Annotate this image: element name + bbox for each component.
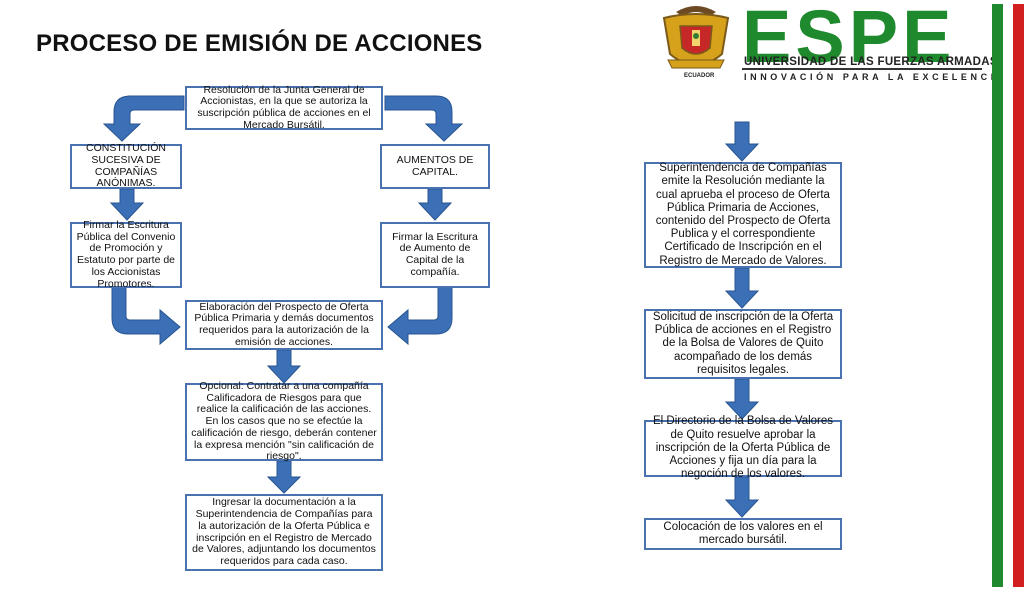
shield-label: ECUADOR (684, 73, 715, 79)
opcional-text: Opcional: Contratar a una compañía Calif… (191, 379, 377, 463)
down-arrow-aumentos (417, 188, 453, 221)
down-arrow-top-right (724, 121, 760, 162)
shield-logo-icon (662, 6, 730, 69)
brand-logo: ESPE (742, 0, 956, 78)
colocacion-text: Colocación de los valores en el mercado … (663, 520, 823, 546)
directorio-text: El Directorio de la Bolsa de Valores de … (652, 415, 834, 481)
firmar-aumento-text: Firmar la Escritura de Aumento de Capita… (392, 230, 478, 278)
firmar-convenio-text: Firmar la Escritura Pública del Convenio… (76, 218, 176, 290)
opcional-box: Opcional: Contratar a una compañía Calif… (185, 379, 383, 463)
red-stripe (1013, 4, 1024, 587)
ingresar-box: Ingresar la documentación a la Superinte… (185, 494, 383, 571)
curved-arrow-right-top (384, 95, 464, 142)
white-stripe (1004, 4, 1015, 587)
university-name: UNIVERSIDAD DE LAS FUERZAS ARMADAS (744, 56, 998, 68)
resolution-box: Resolución de la Junta General de Accion… (185, 83, 383, 131)
down-arrow-elaboracion (266, 349, 302, 384)
green-stripe (992, 4, 1003, 587)
ingresar-text: Ingresar la documentación a la Superinte… (192, 496, 376, 567)
constitucion-box: CONSTITUCIÓN SUCESIVA DE COMPAÑÍAS ANÓNI… (70, 142, 182, 190)
elaboracion-text: Elaboración del Prospecto de Oferta Públ… (194, 300, 374, 348)
curved-arrow-left-top (102, 95, 185, 142)
solicitud-box: Solicitud de inscripción de la Oferta Pú… (644, 309, 842, 379)
resolution-text: Resolución de la Junta General de Accion… (197, 83, 371, 131)
aumentos-box: AUMENTOS DE CAPITAL. (380, 144, 490, 189)
down-arrow-constitucion (109, 188, 145, 221)
down-arrow-directorio (724, 476, 760, 518)
superintendencia-box: Superintendencia de Compañías emite la R… (644, 162, 842, 268)
curved-arrow-left-bottom (111, 286, 181, 346)
solicitud-text: Solicitud de inscripción de la Oferta Pú… (652, 310, 834, 376)
constitucion-text: CONSTITUCIÓN SUCESIVA DE COMPAÑÍAS ANÓNI… (86, 142, 166, 190)
down-arrow-superintendencia (724, 267, 760, 309)
firmar-convenio-box: Firmar la Escritura Pública del Convenio… (70, 218, 182, 290)
page-title: PROCESO DE EMISIÓN DE ACCIONES (36, 30, 483, 57)
directorio-box: El Directorio de la Bolsa de Valores de … (644, 415, 842, 480)
elaboracion-box: Elaboración del Prospecto de Oferta Públ… (185, 300, 383, 350)
colocacion-box: Colocación de los valores en el mercado … (644, 518, 842, 550)
aumentos-text: AUMENTOS DE CAPITAL. (396, 153, 474, 178)
logo-divider (742, 68, 982, 70)
down-arrow-solicitud (724, 378, 760, 420)
curved-arrow-right-bottom (387, 286, 453, 346)
firmar-aumento-box: Firmar la Escritura de Aumento de Capita… (380, 222, 490, 288)
down-arrow-opcional (266, 460, 302, 494)
university-slogan: INNOVACIÓN PARA LA EXCELENCIA (744, 72, 1007, 82)
superintendencia-text: Superintendencia de Compañías emite la R… (655, 162, 831, 267)
